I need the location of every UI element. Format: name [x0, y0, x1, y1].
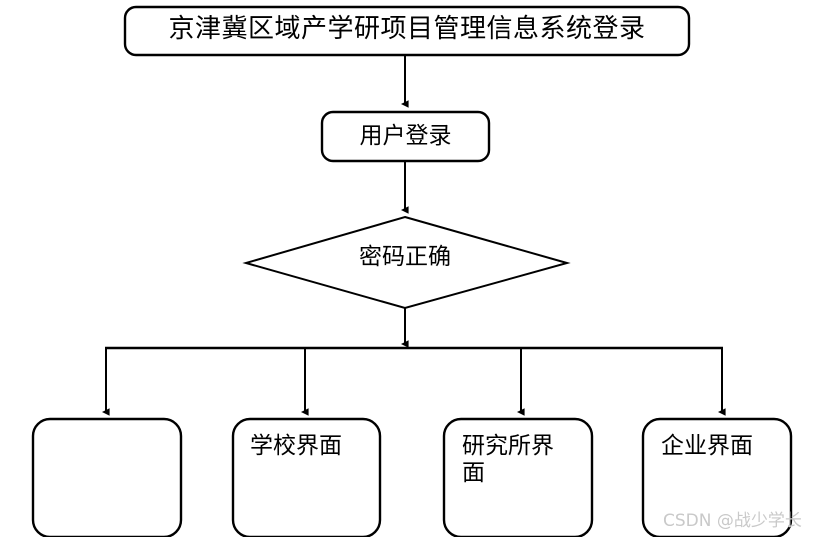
- node-leaf-company-shape: [641, 417, 793, 537]
- node-leaf-institute-shape: [442, 417, 594, 537]
- node-user-login-shape: [320, 110, 491, 163]
- node-leaf-blank-shape: [31, 417, 183, 537]
- node-leaf-school-shape: [231, 417, 382, 537]
- node-title-shape: [123, 5, 691, 57]
- node-decision-shape: [242, 215, 571, 310]
